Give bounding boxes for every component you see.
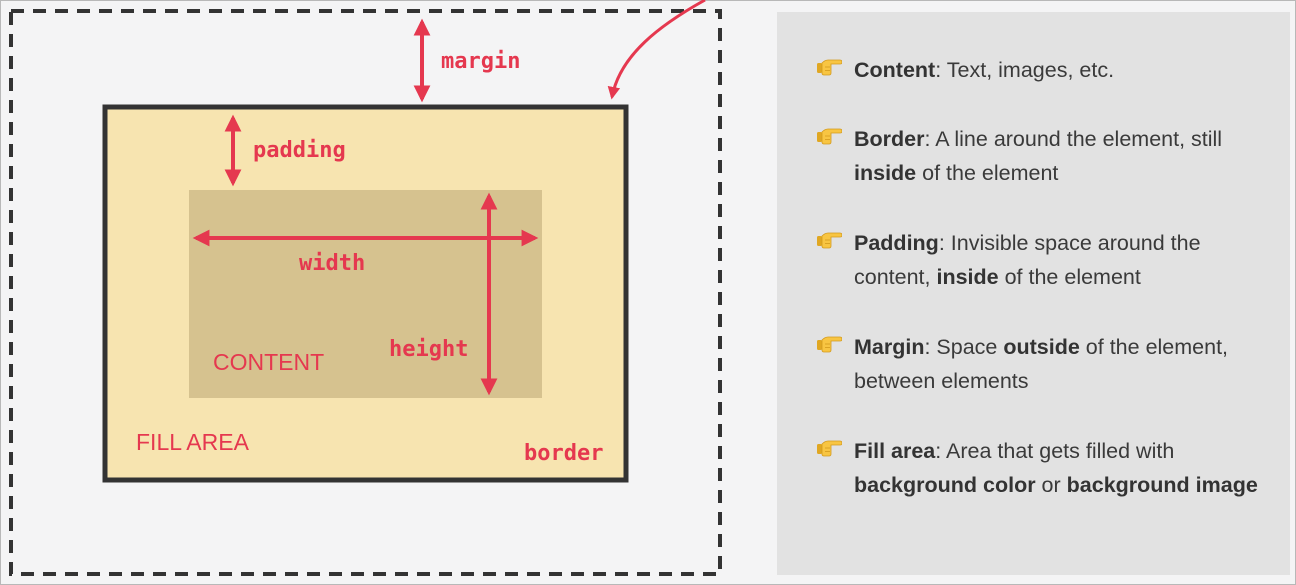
desc-border-strong: inside [854, 161, 917, 185]
desc-fill-a: : Area that gets filled with [935, 439, 1175, 463]
desc-fill-strong: background color [854, 473, 1036, 497]
term-fill-area: Fill area [854, 439, 936, 463]
height-label: height [389, 337, 468, 362]
border-label: border [524, 441, 603, 466]
desc-padding-strong: inside [936, 265, 999, 289]
desc-border-b: of the element [916, 161, 1059, 185]
desc-fill-b: or [1035, 473, 1067, 497]
margin-boundary [9, 9, 722, 576]
padding-label: padding [253, 138, 346, 163]
content-label: CONTENT [213, 349, 324, 375]
desc-margin-b: of the element, between elements [854, 335, 1229, 393]
pointing-hand-icon [817, 59, 842, 76]
term-content: Content [854, 58, 936, 82]
desc-content: : Text, images, etc. [935, 58, 1115, 82]
term-padding: Padding [854, 231, 939, 255]
margin-label: margin [441, 49, 520, 74]
definition-margin: Margin: Space outside of the element, be… [817, 330, 1274, 398]
desc-padding-b: of the element [998, 265, 1141, 289]
definition-content: Content: Text, images, etc. [817, 53, 1274, 87]
width-label: width [299, 251, 365, 276]
fill-area-label: FILL AREA [136, 429, 250, 455]
term-border: Border [854, 127, 925, 151]
definitions-panel: Content: Text, images, etc. Border: A li… [777, 12, 1290, 575]
desc-margin-a: : Space [924, 335, 1004, 359]
pointing-hand-icon [817, 128, 842, 145]
pointing-hand-icon [817, 336, 842, 353]
term-margin: Margin [854, 335, 925, 359]
definition-fill-area: Fill area: Area that gets filled with ba… [817, 434, 1274, 502]
definition-padding: Padding: Invisible space around the cont… [817, 226, 1274, 294]
box-model-diagram: margin padding width height CONTENT FILL… [9, 0, 722, 576]
desc-fill-strong2: background image [1066, 473, 1258, 497]
desc-border-a: : A line around the element, still [924, 127, 1223, 151]
definition-border: Border: A line around the element, still… [817, 122, 1274, 190]
pointing-hand-icon [817, 232, 842, 249]
desc-margin-strong: outside [1003, 335, 1080, 359]
pointing-hand-icon [817, 440, 842, 457]
desc-padding-a: : Invisible space around the content, [854, 231, 1201, 289]
curved-pointer-arrow [607, 0, 706, 100]
